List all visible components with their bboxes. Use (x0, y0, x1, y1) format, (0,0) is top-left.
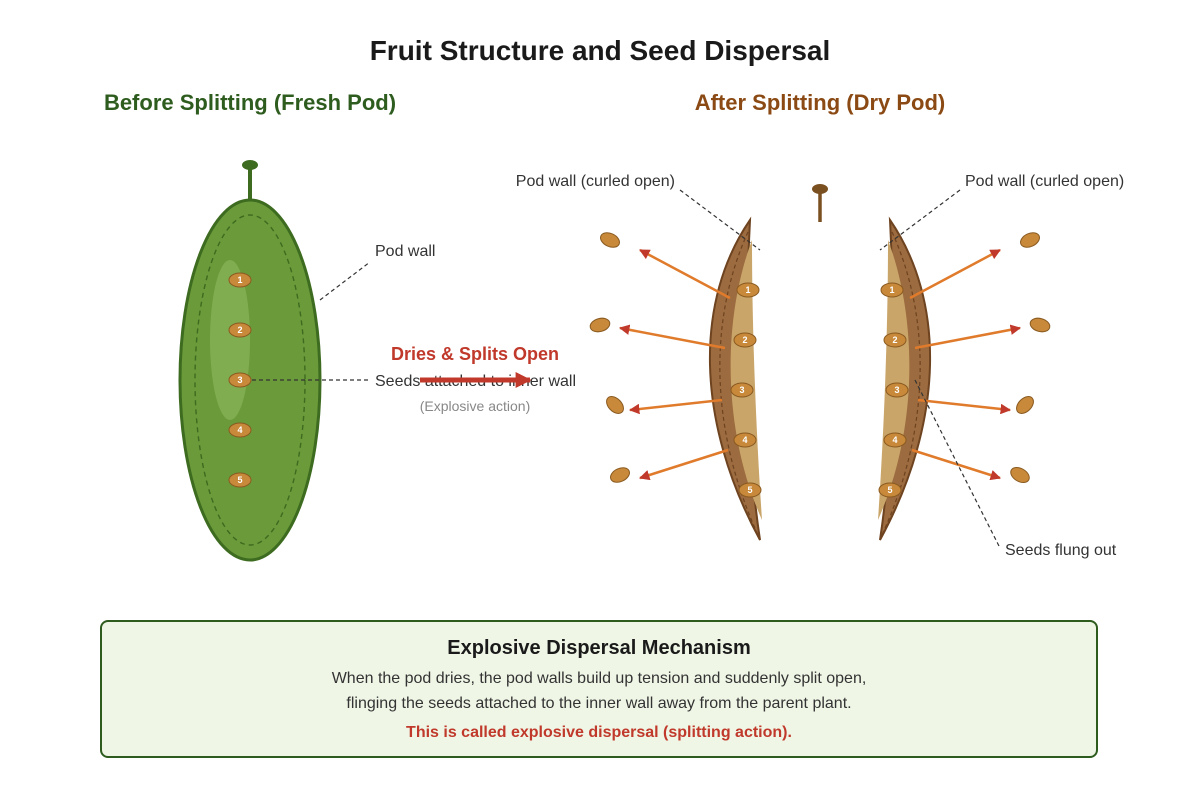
right-valve-seed-4: 4 (883, 432, 907, 448)
flung-seed-5 (1020, 232, 1040, 248)
dispersal-arrow-7 (917, 398, 1012, 415)
diagram-title: Fruit Structure and Seed Dispersal (370, 35, 831, 66)
label-seeds-flung: Seeds flung out (1005, 542, 1117, 559)
right-valve-seed-3: 3 (885, 382, 909, 398)
info-box-text-line-1: When the pod dries, the pod walls build … (331, 670, 867, 687)
fresh-seed-1: 1 (228, 272, 252, 288)
seed-number: 2 (237, 325, 242, 335)
seed-shape (736, 282, 760, 298)
curled-left-leader (679, 189, 761, 251)
info-box-title: Explosive Dispersal Mechanism (447, 637, 751, 659)
heading-after: After Splitting (Dry Pod) (695, 90, 946, 115)
seed-number: 4 (237, 425, 242, 435)
flung-seed-1 (600, 232, 620, 248)
dispersal-arrows (618, 248, 1022, 481)
label-pod-wall: Pod wall (375, 243, 435, 260)
dispersal-arrow-4 (638, 448, 729, 481)
dry-pod-stalk-tip (812, 184, 828, 194)
fresh-pod-stalk-tip (242, 160, 258, 170)
seed-number: 3 (237, 375, 242, 385)
transition-sublabel: (Explosive action) (420, 398, 531, 414)
seed-shape (228, 272, 252, 288)
right-valve-seed-2: 2 (883, 332, 907, 348)
heading-before: Before Splitting (Fresh Pod) (104, 90, 396, 115)
fresh-seed-5: 5 (228, 472, 252, 488)
flung-seed-3 (606, 396, 624, 414)
info-box-text-line-2: flinging the seeds attached to the inner… (346, 695, 852, 712)
seed-shape (878, 482, 902, 498)
left-valve-seed-3: 3 (730, 382, 754, 398)
left-valve-seed-2: 2 (733, 332, 757, 348)
right-valve-seed-1: 1 (880, 282, 904, 298)
flung-seeds (589, 232, 1051, 484)
fresh-pod: 1 2 3 4 5 (178, 160, 322, 562)
seed-number: 1 (745, 285, 750, 295)
fresh-seed-3: 3 (228, 372, 252, 388)
fresh-seed-2: 2 (228, 322, 252, 338)
flung-seed-8 (1010, 466, 1030, 484)
label-pod-wall-curled-left: Pod wall (curled open) (516, 173, 675, 190)
seed-number: 2 (742, 335, 747, 345)
seed-number: 2 (892, 335, 897, 345)
seed-number: 4 (742, 435, 747, 445)
seed-number: 5 (747, 485, 752, 495)
seed-number: 1 (889, 285, 894, 295)
dispersal-arrow-1 (639, 248, 731, 300)
pod-wall-leader (319, 261, 371, 301)
info-box: Explosive Dispersal Mechanism When the p… (100, 620, 1098, 758)
seed-shape (730, 382, 754, 398)
seed-number: 5 (887, 485, 892, 495)
flung-seed-4 (610, 467, 630, 483)
seed-number: 4 (892, 435, 897, 445)
right-valve-inner-wall (878, 240, 910, 520)
flung-seed-6 (1029, 317, 1051, 333)
right-valve-seed-5: 5 (878, 482, 902, 498)
seed-shape (733, 332, 757, 348)
fresh-pod-seeds: 1 2 3 4 5 (228, 272, 252, 488)
left-valve-seed-4: 4 (733, 432, 757, 448)
seed-number: 1 (237, 275, 242, 285)
seeds-flung-leader (914, 379, 1001, 549)
seed-shape (228, 472, 252, 488)
attached-seeds: 1 2 3 4 5 1 2 3 4 5 (730, 282, 909, 498)
seed-shape (733, 432, 757, 448)
info-box-highlight: This is called explosive dispersal (spli… (406, 724, 792, 741)
dispersal-arrow-6 (914, 324, 1022, 350)
transition-label: Dries & Splits Open (391, 344, 559, 364)
dispersal-arrow-5 (909, 248, 1001, 300)
seed-shape (738, 482, 762, 498)
seed-number: 3 (894, 385, 899, 395)
flung-seed-7 (1016, 396, 1034, 414)
seed-number: 5 (237, 475, 242, 485)
flung-seed-2 (589, 317, 611, 333)
seed-shape (228, 372, 252, 388)
dispersal-arrow-3 (628, 398, 723, 415)
seed-number: 3 (739, 385, 744, 395)
dispersal-arrow-2 (618, 324, 726, 350)
seed-shape (885, 382, 909, 398)
left-valve-seed-1: 1 (736, 282, 760, 298)
seed-shape (883, 332, 907, 348)
seed-shape (883, 432, 907, 448)
left-valve-seed-5: 5 (738, 482, 762, 498)
seed-shape (228, 322, 252, 338)
seed-shape (228, 422, 252, 438)
left-valve-inner-wall (730, 240, 762, 520)
dispersal-arrow-8 (911, 448, 1002, 481)
label-pod-wall-curled-right: Pod wall (curled open) (965, 173, 1124, 190)
seed-shape (880, 282, 904, 298)
curled-right-leader (879, 189, 961, 251)
fresh-seed-4: 4 (228, 422, 252, 438)
